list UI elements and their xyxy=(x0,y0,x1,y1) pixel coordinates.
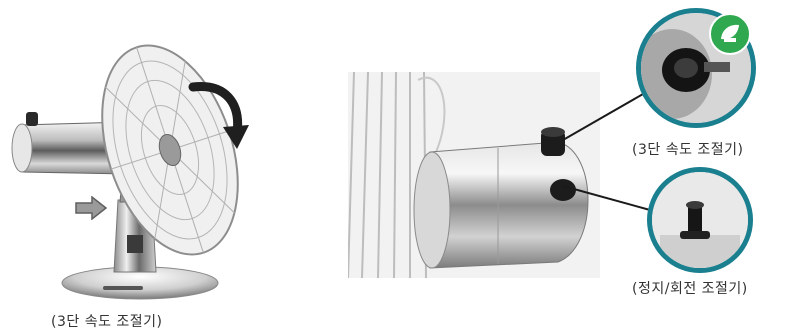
right-arrow-icon xyxy=(74,196,108,220)
stop-rotate-knob-detail xyxy=(640,165,760,275)
curved-arrow-icon xyxy=(185,75,255,155)
fan-product-illustration xyxy=(0,0,300,300)
left-product-caption: (3단 속도 조절기) xyxy=(51,311,163,331)
stop-rotate-knob-caption: (정지/회전 조절기) xyxy=(632,278,748,298)
speed-knob-caption: (3단 속도 조절기) xyxy=(632,139,744,159)
eco-leaf-icon xyxy=(708,12,752,56)
